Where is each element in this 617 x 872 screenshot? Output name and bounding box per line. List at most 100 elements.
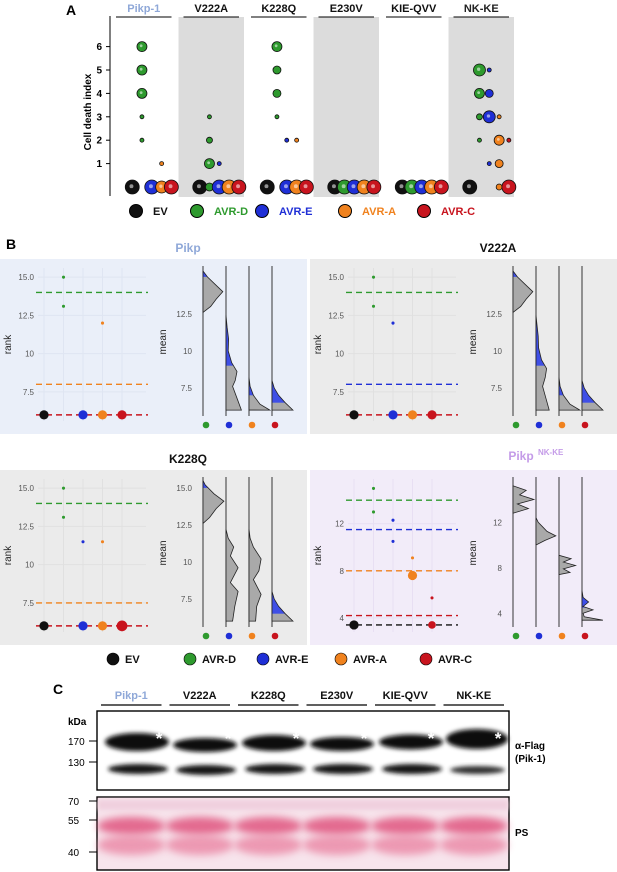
ps-band-upper-3 — [302, 817, 371, 835]
lane-label-e230v: E230V — [320, 690, 354, 702]
mean-dot-avr-a — [248, 632, 256, 640]
rank-point-avr-e — [391, 539, 395, 543]
point-highlight — [293, 184, 298, 189]
legend-dot-ev — [129, 204, 143, 218]
b-legend-label-avr-e: AVR-E — [275, 654, 308, 666]
rank-point-ev — [349, 620, 359, 630]
point-highlight — [196, 184, 201, 189]
density-outline — [271, 380, 294, 411]
point-k228q-avr-d-5 — [272, 65, 282, 75]
rank-y-label: rank — [313, 545, 324, 565]
mean-dot-avr-c — [581, 632, 589, 640]
rank-point-avr-a — [410, 556, 415, 560]
blot-band-170-1 — [173, 738, 237, 752]
rank-point-avr-d — [61, 515, 66, 519]
mean-tick-label: 10 — [183, 347, 192, 356]
rank-point-avr-c — [430, 596, 434, 600]
rank-point-avr-a — [407, 410, 418, 420]
rank-tick-label: 7.5 — [23, 388, 35, 397]
point-highlight — [139, 44, 143, 48]
blot-band-130-1 — [176, 765, 236, 775]
rank-point-avr-c — [116, 620, 128, 632]
blot-marker-label: 130 — [68, 758, 85, 769]
point-highlight — [236, 184, 241, 189]
rank-point-avr-a — [100, 540, 105, 544]
point-v222a-avr-d-2 — [206, 136, 213, 144]
density-outline — [558, 554, 577, 575]
b-legend-label-avr-d: AVR-D — [202, 654, 236, 666]
y-tick-label-4: 4 — [96, 89, 102, 100]
blot-band-170-0 — [105, 733, 169, 751]
blot-band-170-5 — [446, 729, 508, 749]
group-label-e230v: E230V — [330, 3, 364, 15]
rank-y-label: rank — [3, 545, 14, 565]
blot-marker-label: 170 — [68, 737, 85, 748]
legend-label-avr-a: AVR-A — [362, 206, 396, 218]
ps-band-upper-5 — [439, 817, 508, 835]
group-label-pikp-1: Pikp-1 — [127, 3, 160, 15]
point-highlight — [129, 184, 134, 189]
point-highlight — [331, 184, 336, 189]
ps-band-lower-0 — [97, 835, 166, 855]
subpanel-title-sup: NK-KE — [538, 448, 564, 457]
blot-star-5: * — [495, 729, 502, 748]
rank-point-avr-e — [78, 410, 88, 420]
mean-dot-avr-e — [535, 421, 543, 429]
point-highlight — [139, 67, 143, 71]
point-highlight — [409, 184, 414, 189]
legend-label-avr-e: AVR-E — [279, 206, 312, 218]
point-highlight — [466, 184, 471, 189]
point-highlight — [264, 184, 269, 189]
b-legend-label-ev: EV — [125, 654, 140, 666]
group-band-e230v — [313, 17, 379, 197]
blot-star-2: * — [293, 729, 300, 748]
lane-label-nk-ke: NK-KE — [456, 690, 491, 702]
rank-point-avr-d — [371, 304, 376, 308]
point-highlight — [486, 114, 491, 118]
ps-band-upper-4 — [371, 817, 440, 835]
ps-marker-label: 40 — [68, 848, 80, 859]
rank-point-avr-c — [117, 410, 127, 420]
point-highlight — [216, 184, 221, 189]
density-ci-band — [582, 402, 603, 411]
rank-tick-label: 4 — [340, 614, 345, 623]
subpanel-title: K228Q — [169, 452, 207, 466]
point-pikp-1-avr-d-2 — [139, 137, 145, 143]
subpanel-background — [0, 470, 307, 645]
rank-tick-label: 12.5 — [18, 522, 34, 531]
mean-dot-avr-e — [535, 632, 543, 640]
lane-label-v222a: V222A — [183, 690, 217, 702]
density-outline — [581, 380, 604, 411]
y-tick-label-6: 6 — [96, 42, 102, 53]
lane-label-kie-qvv: KIE-QVV — [383, 690, 429, 702]
rank-tick-label: 10 — [25, 350, 34, 359]
panel-b-letter: B — [6, 236, 16, 252]
y-tick-label-3: 3 — [96, 112, 102, 123]
mean-y-label: mean — [468, 540, 479, 565]
point-highlight — [361, 184, 366, 189]
rank-point-avr-a — [407, 570, 418, 581]
a-data-points — [124, 41, 517, 195]
point-highlight — [496, 138, 500, 141]
density-outline — [225, 529, 239, 622]
ps-band-upper-0 — [97, 817, 166, 835]
blot-star-1: * — [225, 729, 232, 748]
point-highlight — [303, 184, 308, 189]
point-k228q-avr-e-2 — [284, 137, 290, 143]
rank-point-avr-c — [428, 621, 436, 629]
density-outline — [581, 590, 603, 621]
rank-tick-label: 10 — [25, 561, 34, 570]
mean-tick-label: 10 — [183, 558, 192, 567]
point-highlight — [283, 184, 288, 189]
blot-band-130-5 — [450, 766, 505, 774]
mean-tick-label: 12.5 — [486, 310, 502, 319]
ps-marker-label: 70 — [68, 797, 80, 808]
ps-marker-label: 55 — [68, 816, 80, 827]
